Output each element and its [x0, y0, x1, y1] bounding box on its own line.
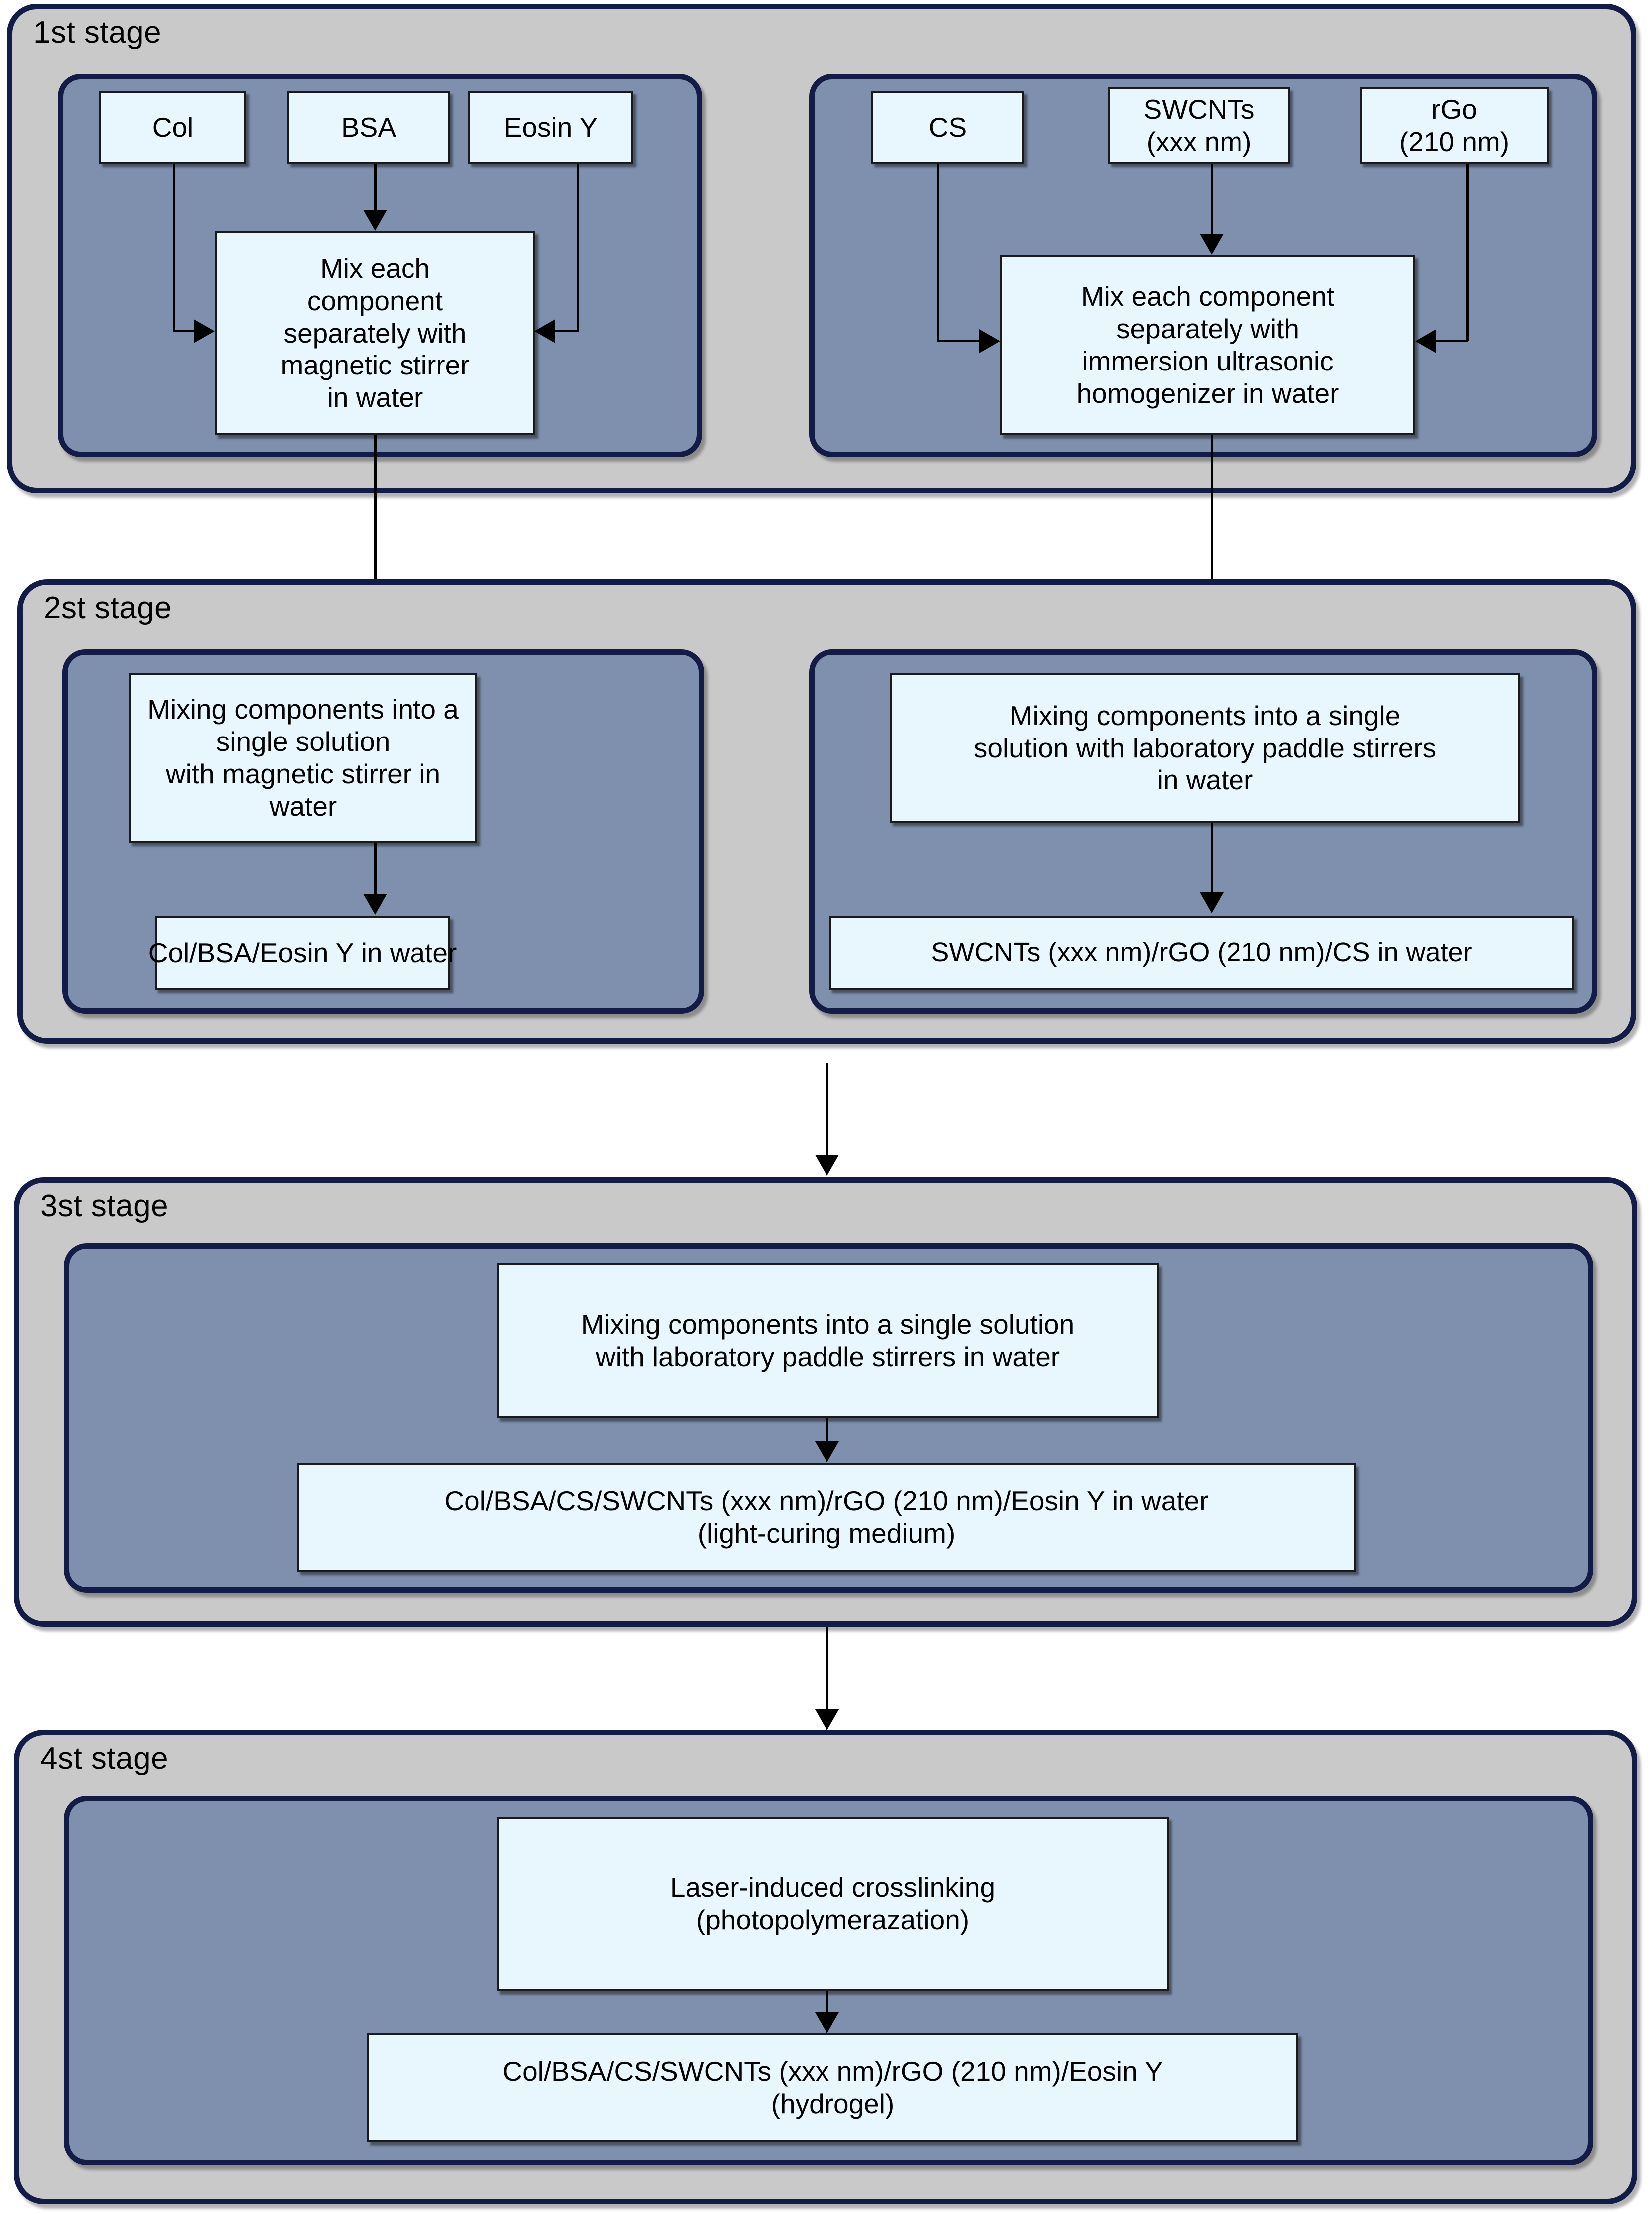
connector-col-vertical: [173, 164, 175, 331]
stage-1-input-bsa: BSA: [287, 91, 450, 164]
stage-3-result: Col/BSA/CS/SWCNTs (xxx nm)/rGO (210 nm)/…: [297, 1463, 1356, 1572]
connector-stage2-to-stage3: [826, 1063, 828, 1157]
connector-cs-vertical: [937, 164, 939, 341]
connector-eosin-arrowhead: [534, 319, 555, 343]
stage-3-label: 3st stage: [40, 1189, 169, 1223]
connector-stage4-internal-arrowhead: [815, 2012, 839, 2033]
connector-stage1-right-to-stage2: [1211, 435, 1213, 655]
connector-rgo-horizontal: [1436, 340, 1468, 342]
connector-swcnts-arrowhead: [1200, 234, 1224, 255]
connector-cs-arrowhead: [979, 329, 1000, 353]
stage-1-right-process: Mix each component separately with immer…: [1000, 255, 1415, 435]
stage-1-label: 1st stage: [33, 15, 162, 50]
connector-eosin-vertical: [577, 164, 579, 331]
stage-1-input-eosin-y: Eosin Y: [468, 91, 633, 164]
connector-stage1-left-to-stage2: [374, 435, 377, 660]
stage-1-input-rgo: rGo (210 nm): [1360, 87, 1549, 164]
stage-4-result: Col/BSA/CS/SWCNTs (xxx nm)/rGO (210 nm)/…: [367, 2033, 1298, 2142]
stage-1-left-process: Mix each component separately with magne…: [215, 231, 535, 435]
connector-stage3-internal-arrowhead: [815, 1441, 839, 1462]
connector-stage3-to-stage4: [826, 1627, 828, 1712]
stage-4-label: 4st stage: [40, 1741, 169, 1776]
connector-bsa-arrowhead: [363, 210, 387, 231]
connector-stage3-to-stage4-arrowhead: [815, 1709, 839, 1730]
connector-stage2-right-internal-arrowhead: [1200, 892, 1224, 913]
connector-stage4-internal: [826, 1991, 828, 2013]
stage-2-right-process: Mixing components into a single solution…: [890, 673, 1520, 823]
connector-swcnts-vertical: [1211, 164, 1213, 239]
stage-2-left-process: Mixing components into a single solution…: [129, 673, 477, 843]
stage-1-input-cs: CS: [871, 91, 1024, 164]
stage-2-label: 2st stage: [44, 591, 172, 625]
connector-stage2-right-internal: [1211, 823, 1213, 893]
connector-eosin-horizontal: [555, 330, 579, 332]
stage-2-left-result: Col/BSA/Eosin Y in water: [148, 916, 457, 990]
stage-1-input-swcnts: SWCNTs (xxx nm): [1108, 87, 1290, 164]
connector-stage2-to-stage3-arrowhead: [815, 1155, 839, 1176]
connector-cs-horizontal: [937, 340, 981, 342]
stage-1-input-col: Col: [99, 91, 246, 164]
stage-2-right-result: SWCNTs (xxx nm)/rGO (210 nm)/CS in water: [829, 916, 1574, 990]
connector-col-arrowhead: [194, 319, 215, 343]
stage-3-process: Mixing components into a single solution…: [497, 1263, 1159, 1418]
connector-stage2-left-internal-arrowhead: [363, 894, 387, 915]
connector-stage2-left-internal: [374, 843, 377, 895]
connector-stage3-internal: [826, 1418, 828, 1442]
connector-rgo-arrowhead: [1415, 329, 1436, 353]
connector-col-horizontal: [173, 330, 195, 332]
connector-rgo-vertical: [1466, 164, 1469, 341]
connector-bsa-vertical: [374, 164, 377, 214]
stage-4-process: Laser-induced crosslinking (photopolymer…: [497, 1817, 1169, 1991]
